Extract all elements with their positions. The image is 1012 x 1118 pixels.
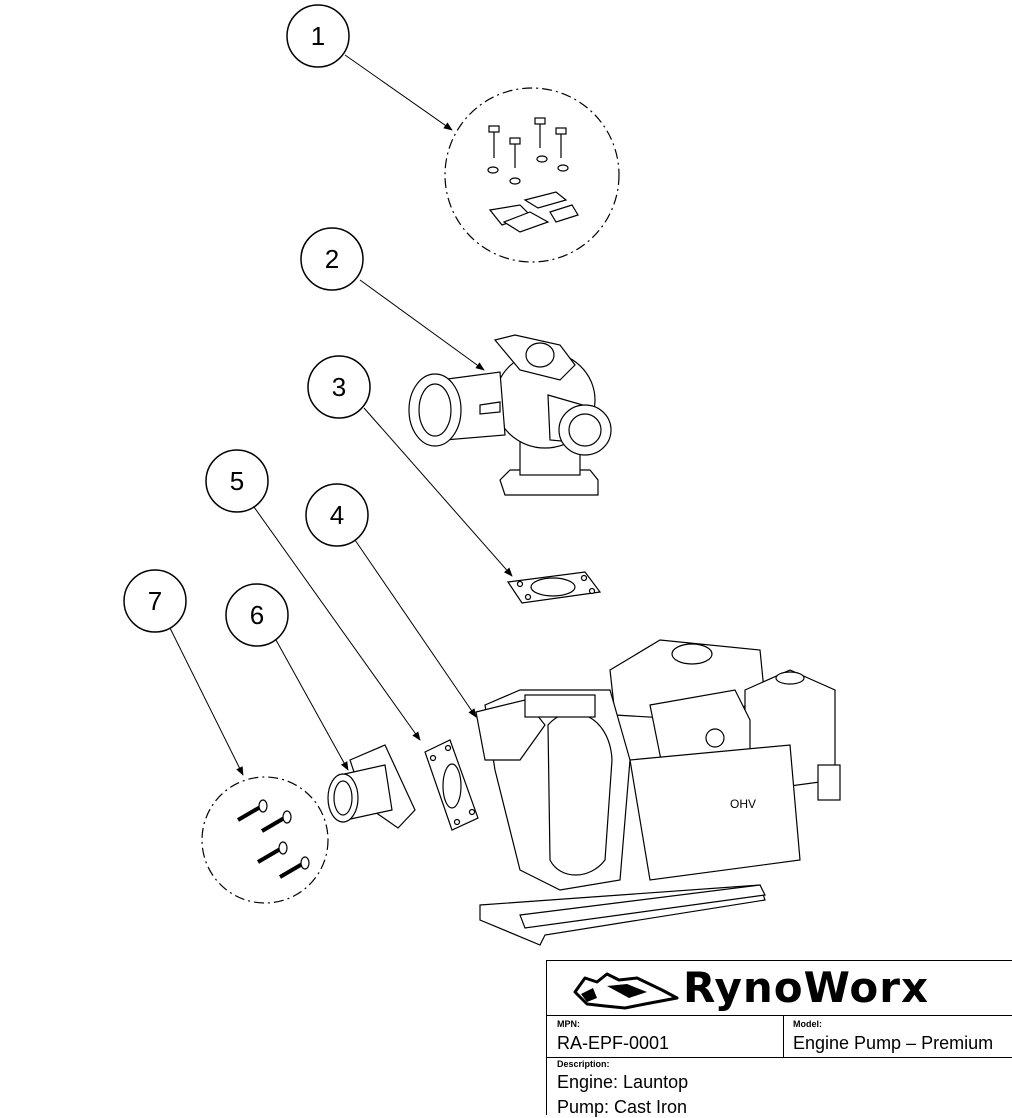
callout-5: 5 <box>205 449 421 741</box>
title-block: RynoWorx MPN: RA-EPF-0001 Model: Engine … <box>546 960 1012 1117</box>
callout-7: 7 <box>123 569 244 776</box>
engine-pump-unit-part: OHV <box>475 639 841 946</box>
suction-flange-part <box>327 744 416 829</box>
mpn-value: RA-EPF-0001 <box>557 1033 670 1053</box>
svg-text:4: 4 <box>330 500 344 530</box>
svg-text:7: 7 <box>148 586 162 616</box>
svg-text:1: 1 <box>311 21 325 51</box>
callout-2: 2 <box>300 227 485 371</box>
model-value: Engine Pump – Premium <box>793 1033 994 1053</box>
rhino-logo-icon <box>573 972 679 1010</box>
model-label: Model: <box>793 1019 822 1029</box>
description-label: Description: <box>557 1059 610 1069</box>
pump-volute-assembly-part <box>408 334 612 496</box>
callout-3: 3 <box>307 355 513 577</box>
gasket-part <box>506 571 602 604</box>
svg-text:3: 3 <box>332 372 346 402</box>
svg-text:OHV: OHV <box>730 797 756 811</box>
callout-6: 6 <box>225 583 349 771</box>
callout-4: 4 <box>305 483 477 718</box>
svg-text:2: 2 <box>325 244 339 274</box>
bolts-and-clamps-part <box>444 87 620 263</box>
description-line-engine: Engine: Launtop <box>557 1072 689 1092</box>
flange-bolts-part <box>201 776 329 904</box>
mpn-label: MPN: <box>557 1019 580 1029</box>
description-line-pump: Pump: Cast Iron <box>557 1097 688 1117</box>
callout-1: 1 <box>286 4 453 131</box>
svg-text:6: 6 <box>250 600 264 630</box>
svg-text:5: 5 <box>230 466 244 496</box>
brand-logo: RynoWorx <box>547 961 1012 1016</box>
brand-name: RynoWorx <box>683 963 930 1012</box>
flange-gasket-part <box>424 739 479 831</box>
